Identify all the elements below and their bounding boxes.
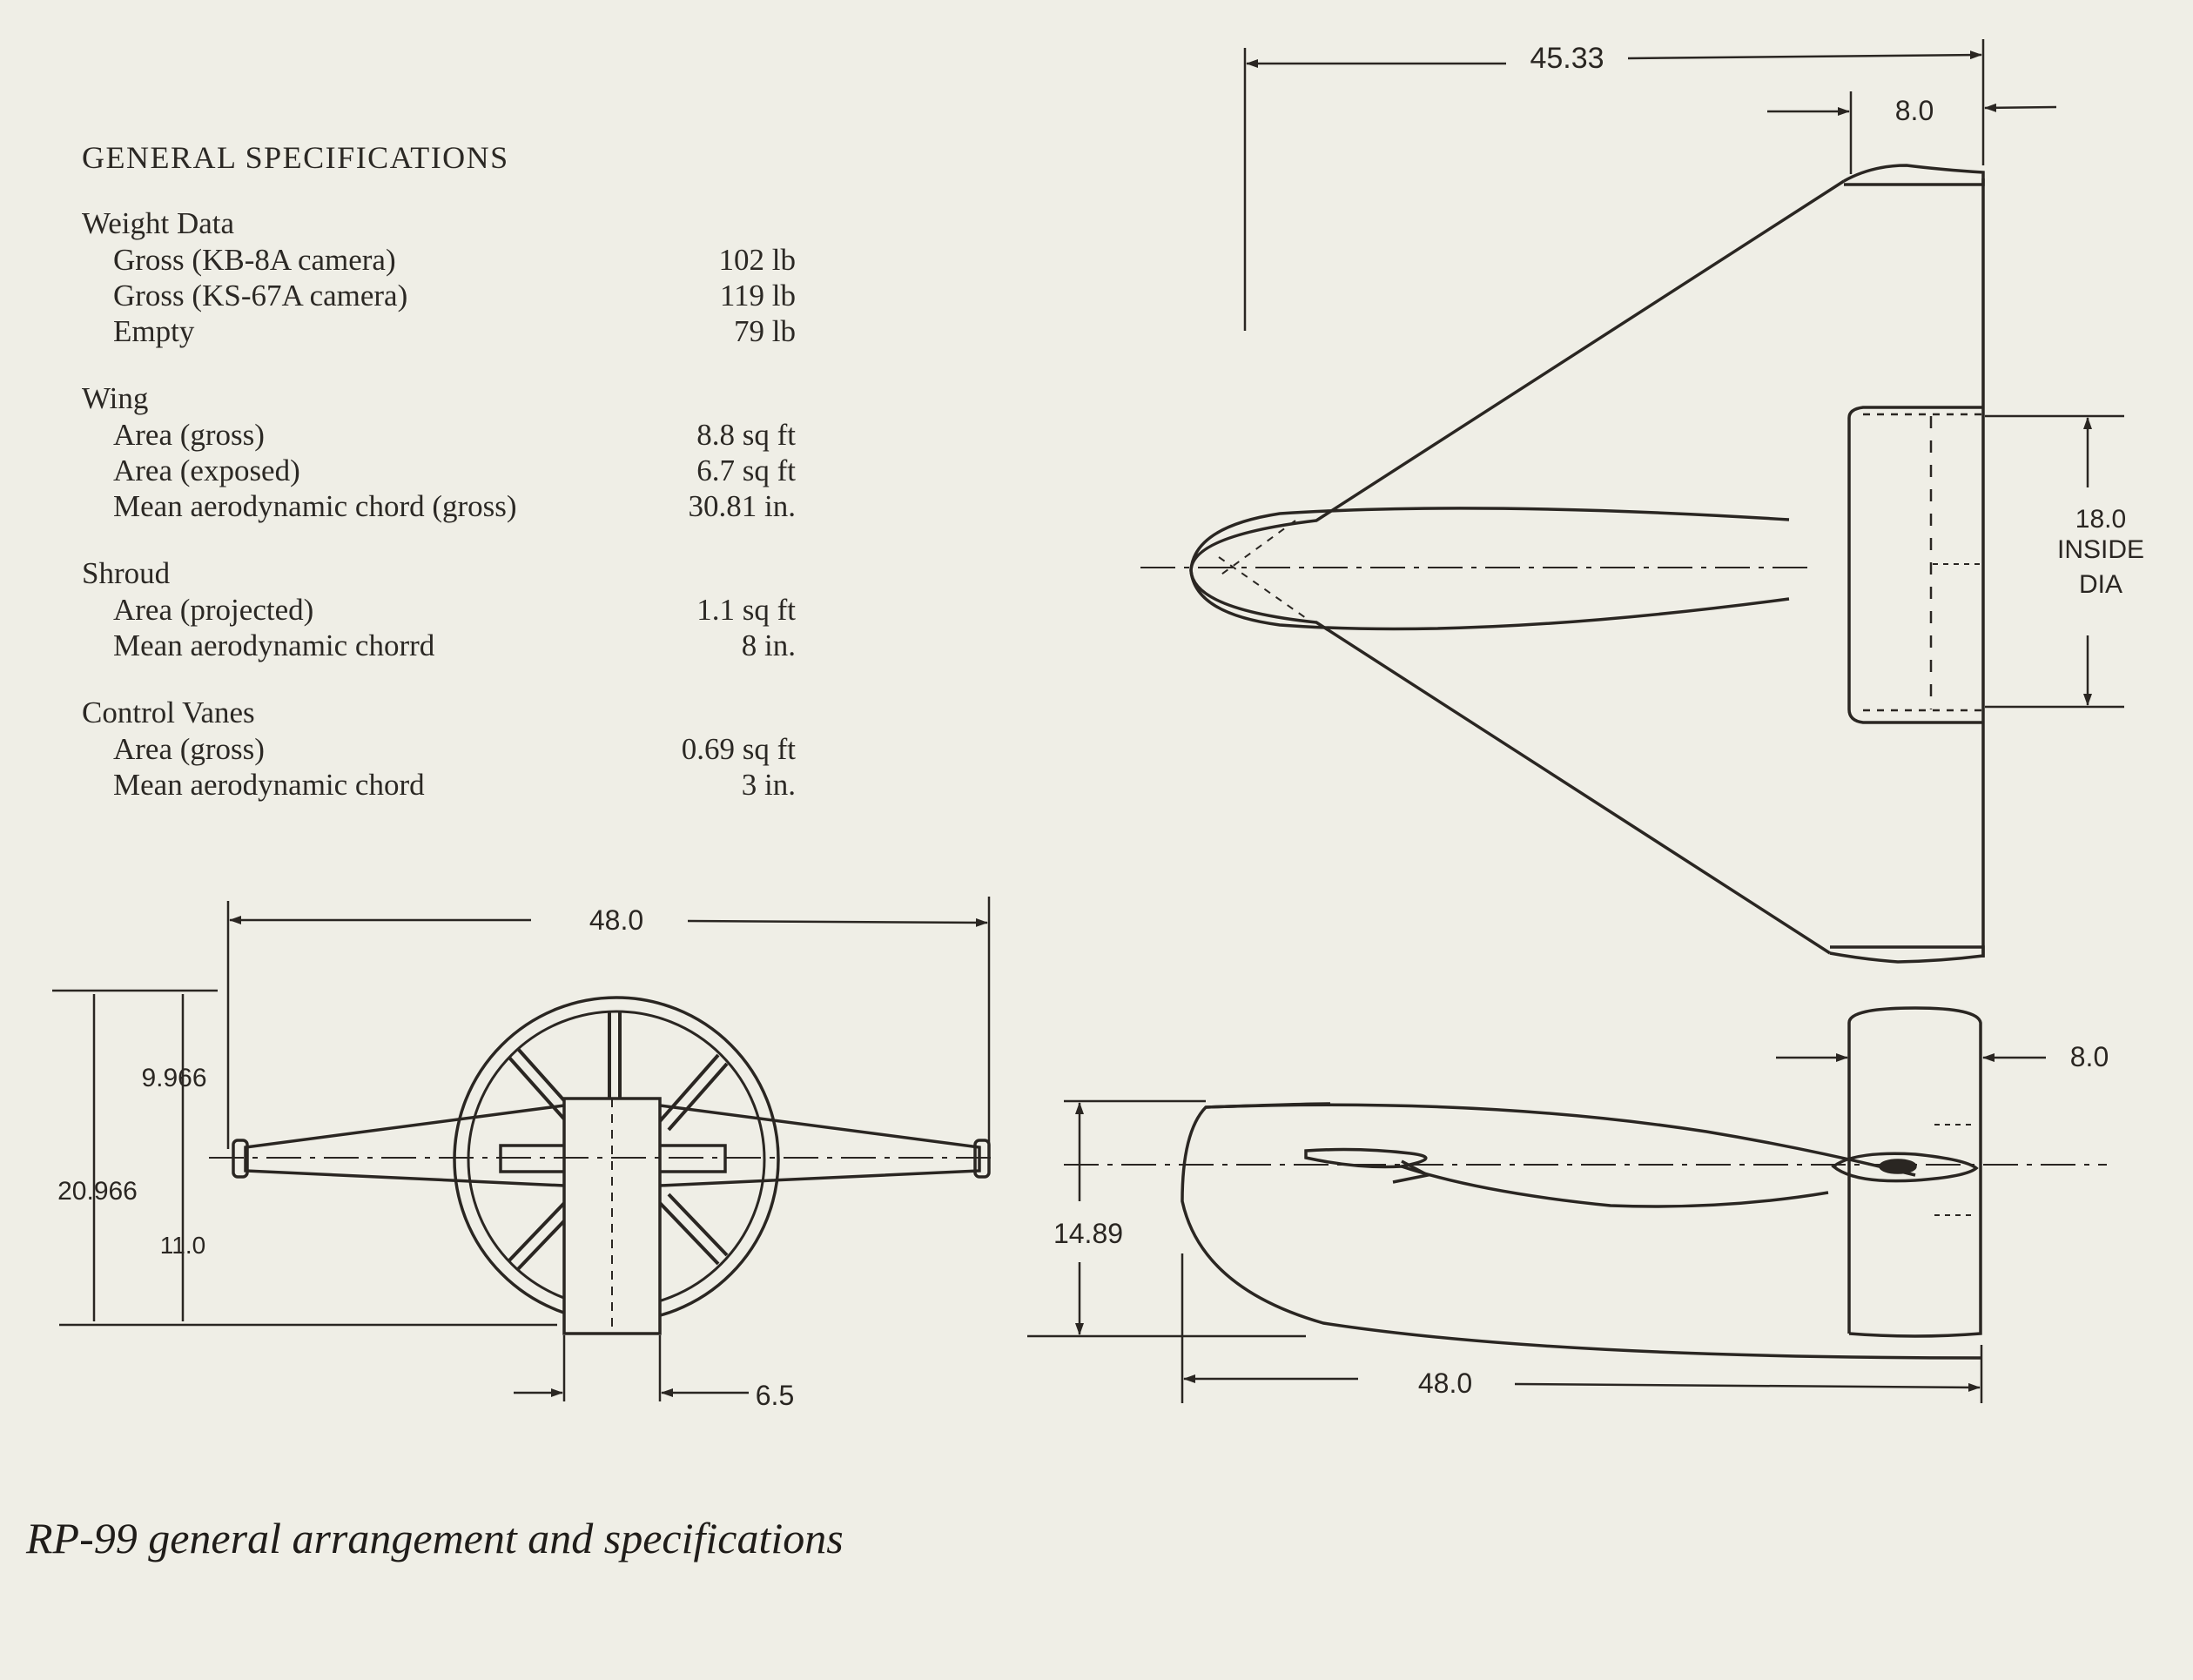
shroud-side [1847, 1006, 1982, 1338]
spec-value: 3 in. [741, 768, 796, 802]
group-title: Shroud [82, 556, 171, 590]
shroud-group: Shroud Area (projected) 1.1 sq ft Mean a… [82, 555, 796, 663]
stator-vane [508, 1056, 569, 1125]
group-title: Wing [82, 381, 149, 415]
control-vanes-group: Control Vanes Area (gross) 0.69 sq ft Me… [82, 695, 796, 803]
specs-heading: GENERAL SPECIFICATIONS [82, 140, 509, 175]
spec-value: 79 lb [734, 314, 796, 348]
side-view [1027, 1006, 2107, 1403]
spec-label: Mean aerodynamic chord (gross) [113, 489, 517, 523]
dimension-line [687, 917, 988, 927]
spec-value: 8 in. [741, 628, 796, 662]
spec-row: Area (gross) 8.8 sq ft [82, 417, 796, 453]
dim-shroud-dia-2: INSIDE [2057, 535, 2144, 564]
spec-row: Mean aerodynamic chord 3 in. [82, 767, 796, 803]
spec-label: Gross (KB-8A camera) [113, 243, 396, 277]
fuselage-top-line [1205, 1103, 1916, 1177]
spec-row: Empty 79 lb [82, 313, 796, 349]
specifications-panel: GENERAL SPECIFICATIONS Weight Data Gross… [82, 139, 796, 834]
spec-label: Gross (KS-67A camera) [113, 279, 408, 312]
shroud-outline [1847, 406, 1983, 724]
dim-front-upper: 9.966 [141, 1064, 206, 1092]
dim-side-length: 48.0 [1418, 1368, 1472, 1399]
dim-front-body-width: 6.5 [756, 1380, 794, 1411]
dim-shroud-dia-3: DIA [2079, 570, 2122, 599]
stator-vane [667, 1193, 729, 1257]
dim-side-height: 14.89 [1053, 1218, 1123, 1249]
spec-value: 8.8 sq ft [696, 418, 796, 452]
leading-edge-projection [1218, 556, 1307, 619]
stator-vane [658, 1201, 720, 1266]
spec-row: Gross (KB-8A camera) 102 lb [82, 242, 796, 278]
dimension-line [1514, 1382, 1981, 1392]
spec-row: Mean aerodynamic chord (gross) 30.81 in. [82, 488, 796, 524]
spec-label: Area (exposed) [113, 454, 300, 487]
dim-side-shroud-chord: 8.0 [2070, 1041, 2109, 1072]
dim-top-span: 45.33 [1530, 42, 1604, 75]
dimension-line [1984, 103, 2057, 112]
wing-root-profile [1304, 1147, 1428, 1169]
right-wing [659, 1104, 981, 1187]
leading-edge-projection [1218, 520, 1296, 577]
control-vane-profile [1831, 1152, 1979, 1183]
spec-row: Gross (KS-67A camera) 119 lb [82, 278, 796, 313]
spec-label: Mean aerodynamic chorrd [113, 628, 435, 662]
wing-notch [1392, 1159, 1433, 1184]
spec-value: 30.81 in. [688, 489, 796, 523]
figure-caption: RP-99 general arrangement and specificat… [26, 1514, 844, 1562]
front-view [52, 897, 992, 1401]
spec-value: 6.7 sq ft [696, 454, 796, 487]
spec-label: Area (gross) [113, 732, 265, 766]
spec-row: Area (gross) 0.69 sq ft [82, 731, 796, 767]
spec-value: 102 lb [718, 243, 796, 277]
fuselage-lower [1189, 569, 1790, 631]
spec-label: Mean aerodynamic chord [113, 768, 425, 802]
dim-top-shroud-chord: 8.0 [1895, 95, 1934, 126]
fuselage-side [1181, 1102, 1982, 1360]
wing-lower-line [1401, 1165, 1829, 1208]
stator-vane [508, 1198, 569, 1262]
dim-front-span: 48.0 [589, 904, 643, 936]
vane-hub [1879, 1159, 1917, 1174]
spec-label: Area (gross) [113, 418, 265, 452]
dimension-line [1627, 50, 1982, 60]
dim-front-total: 20.966 [57, 1177, 138, 1206]
spec-row: Mean aerodynamic chorrd 8 in. [82, 628, 796, 663]
stator-vane [667, 1062, 729, 1132]
left-wing [244, 1104, 565, 1187]
spec-label: Empty [113, 314, 195, 348]
dim-front-lower: 11.0 [160, 1232, 205, 1259]
top-view [1140, 39, 2124, 964]
tip-fairing-top [1843, 164, 1985, 186]
spec-value: 0.69 sq ft [681, 732, 796, 766]
group-title: Control Vanes [82, 696, 255, 729]
weight-data-group: Weight Data Gross (KB-8A camera) 102 lb … [82, 205, 796, 349]
spec-value: 119 lb [719, 279, 796, 312]
spec-value: 1.1 sq ft [696, 593, 796, 627]
spec-row: Area (exposed) 6.7 sq ft [82, 453, 796, 488]
wing-group: Wing Area (gross) 8.8 sq ft Area (expose… [82, 380, 796, 524]
fuselage-upper [1189, 507, 1790, 571]
spec-label: Area (projected) [113, 593, 314, 627]
group-title: Weight Data [82, 206, 235, 240]
stator-vane [658, 1053, 720, 1123]
tip-fairing-bottom [1829, 945, 1985, 964]
spec-row: Area (projected) 1.1 sq ft [82, 592, 796, 628]
dim-shroud-dia-1: 18.0 [2075, 505, 2126, 534]
